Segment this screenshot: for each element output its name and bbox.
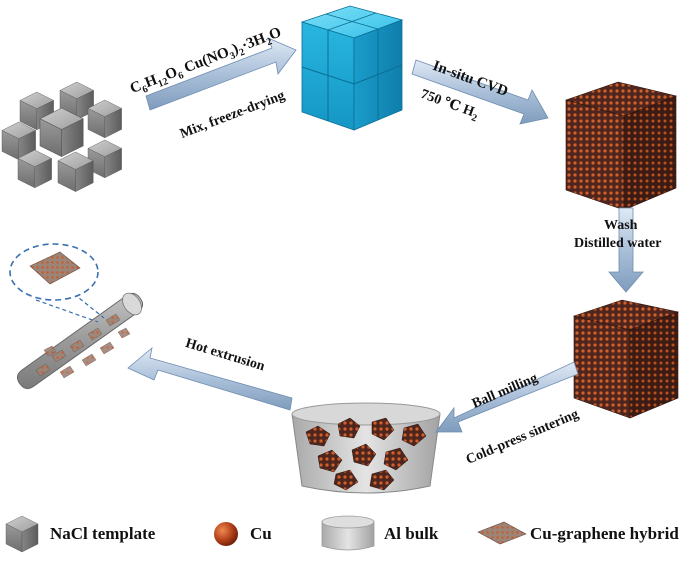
cu-sphere-icon [214,522,238,546]
arrow-extrusion [127,346,293,411]
al-bulk-bowl [291,402,441,494]
washed-cu-graphene-cube [572,299,680,419]
cu-graphene-sheet-icon [477,521,527,545]
arrow-mill [435,361,579,433]
zoom-callout [9,243,105,323]
arrow-cvd [411,59,549,125]
cu-graphene-sheet-zoom [29,251,81,285]
cu-precursor-cube [300,5,404,131]
nacl-cube-icon [5,515,39,553]
wash-medium-label: Distilled water [574,236,662,251]
composite-particles [305,417,427,491]
cu-graphene-cube [564,81,678,211]
extruded-composite-rod [16,292,144,390]
al-bulk-icon [321,515,375,551]
legend-cu-label: Cu [250,524,272,543]
wash-label: Wash [604,218,638,233]
arrow-mix [145,37,297,111]
legend-al-label: Al bulk [384,524,439,543]
arrow-wash [608,207,644,293]
nacl-template-cluster [1,81,122,192]
legend-nacl-label: NaCl template [50,524,156,543]
legend-sheet-label: Cu-graphene hybrid [530,524,679,543]
